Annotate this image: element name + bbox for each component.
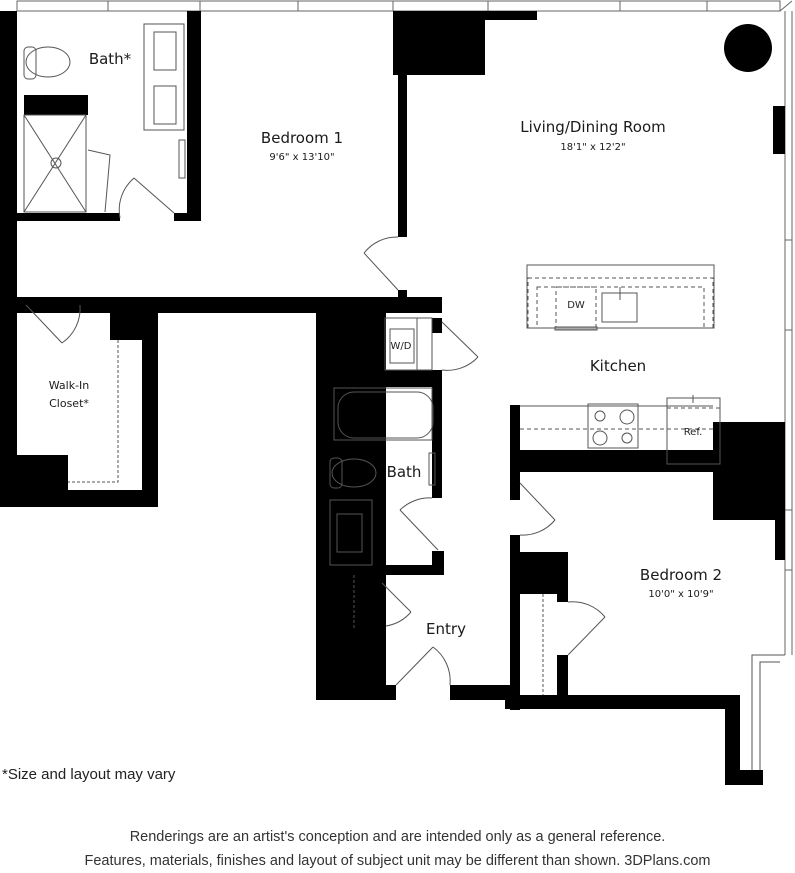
room-dims-bedroom-2: 10'0" x 10'9" bbox=[648, 589, 714, 600]
room-label-bath: Bath bbox=[386, 463, 422, 481]
room-label-bedroom-1: Bedroom 1 bbox=[260, 129, 344, 147]
walls bbox=[0, 11, 785, 785]
disclaimer-line-1: Renderings are an artist's conception an… bbox=[129, 829, 666, 845]
room-label-bedroom-2: Bedroom 2 bbox=[639, 566, 723, 584]
top-windows bbox=[16, 0, 781, 12]
fixture-label-washer-dryer: W/D bbox=[390, 341, 412, 352]
room-dims-bedroom-1: 9'6" x 13'10" bbox=[269, 152, 335, 163]
room-label-entry: Entry bbox=[426, 620, 466, 638]
room-label-walk-in-closet-line1: Walk-In bbox=[48, 379, 90, 392]
structural-column bbox=[724, 24, 772, 72]
room-label-living-dining: Living/Dining Room bbox=[520, 118, 666, 136]
size-note: *Size and layout may vary bbox=[2, 766, 176, 783]
room-dims-living-dining: 18'1" x 12'2" bbox=[560, 142, 626, 153]
room-label-walk-in-closet-line2: Closet* bbox=[49, 397, 89, 410]
fixture-label-refrigerator: Ref. bbox=[683, 427, 703, 438]
fixtures bbox=[23, 23, 785, 770]
room-label-master-bath: Bath* bbox=[88, 50, 132, 68]
room-label-kitchen: Kitchen bbox=[589, 357, 647, 375]
disclaimer-line-2: Features, materials, finishes and layout… bbox=[84, 853, 711, 869]
fixture-label-dishwasher: DW bbox=[567, 300, 585, 311]
